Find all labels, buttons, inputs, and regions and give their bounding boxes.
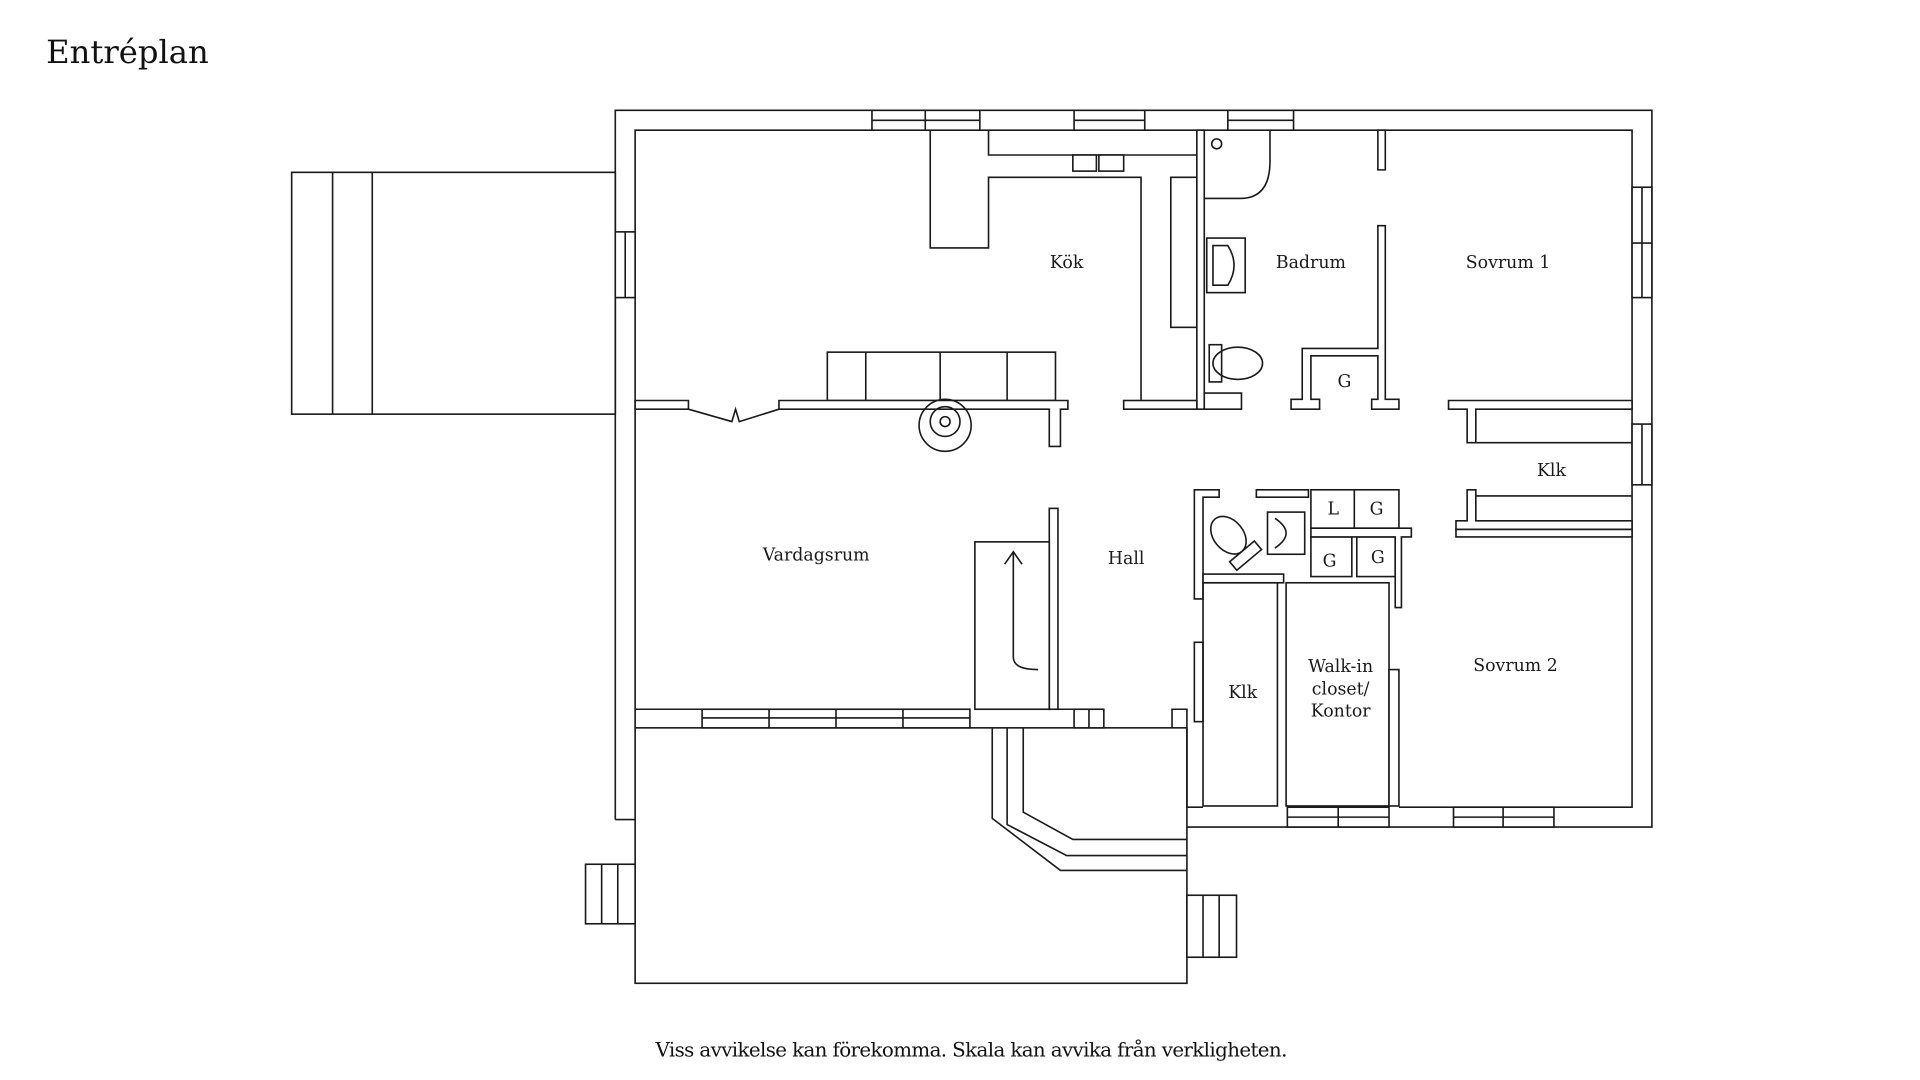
porch-left — [290, 171, 617, 415]
stair-arrow-icon — [1012, 551, 1039, 671]
closet-label-l: L — [1327, 500, 1339, 520]
windows — [614, 109, 1653, 828]
page-title: Entréplan — [46, 33, 209, 71]
room-label-vardagsrum: Vardagsrum — [762, 545, 870, 565]
room-label-sovrum1: Sovrum 1 — [1466, 253, 1551, 273]
room-label-walkin-1: Walk-in — [1308, 657, 1373, 677]
kitchen-fixtures — [634, 129, 1206, 453]
bedroom1-walls — [1447, 399, 1633, 538]
hall-wc-fixtures — [1193, 488, 1413, 609]
room-label-sovrum2: Sovrum 2 — [1473, 656, 1558, 676]
room-label-walkin-3: Kontor — [1311, 702, 1372, 722]
room-label-klk1: Klk — [1537, 461, 1567, 481]
room-label-kok: Kök — [1050, 253, 1084, 273]
closet-label-g2: G — [1370, 500, 1384, 520]
terrace — [584, 727, 1238, 985]
room-label-hall: Hall — [1108, 549, 1145, 569]
lower-rooms-walls — [974, 507, 1400, 807]
room-label-walkin-2: closet/ — [1312, 679, 1370, 699]
disclaimer: Viss avvikelse kan förekomma. Skala kan … — [655, 1037, 1287, 1061]
room-label-badrum: Badrum — [1276, 253, 1346, 273]
bathroom-fixtures — [1203, 129, 1400, 410]
room-label-klk2: Klk — [1228, 683, 1258, 703]
closet-label-g4: G — [1371, 548, 1385, 568]
closet-label-g1: G — [1337, 372, 1351, 392]
closet-label-g3: G — [1323, 552, 1337, 572]
